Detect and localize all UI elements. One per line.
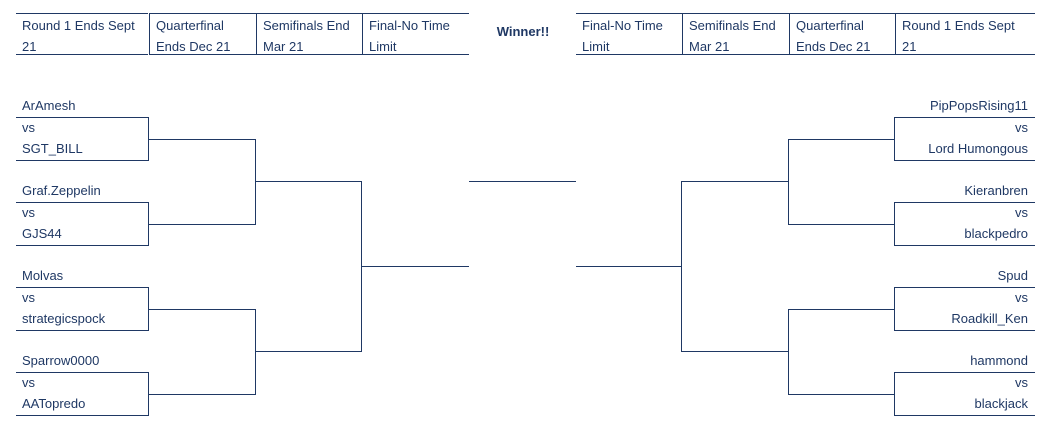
right-match-1-vs: vs [1015,120,1028,135]
header-right-round1: Round 1 Ends Sept 21 [895,13,1035,55]
right-match-2-player1: Kieranbren [964,183,1028,198]
left-match-4-vs: vs [22,375,35,390]
left-match-1-player2: SGT_BILL [22,141,83,156]
left-match-2-vs: vs [22,205,35,220]
right-match-4-player1: hammond [970,353,1028,368]
header-left-semifinal: Semifinals End Mar 21 [256,13,362,55]
left-match-2-player2: GJS44 [22,226,62,241]
left-match-3-vs: vs [22,290,35,305]
header-left-quarterfinal: Quarterfinal Ends Dec 21 [149,13,256,55]
right-match-3-player1: Spud [997,268,1028,283]
right-match-4-player2: blackjack [974,396,1028,411]
right-match-4-vs: vs [1015,375,1028,390]
right-match-1-player1: PipPopsRising11 [929,98,1028,113]
header-right-quarterfinal: Quarterfinal Ends Dec 21 [789,13,895,55]
header-left-round1: Round 1 Ends Sept 21 [16,13,148,55]
header-right-final: Final-No Time Limit [576,13,682,55]
right-match-1-player2: Lord Humongous [928,141,1028,156]
left-match-3-player2: strategicspock [22,311,106,326]
right-match-3-player2: Roadkill_Ken [951,311,1028,326]
left-match-4-player2: AATopredo [22,396,86,411]
winner-label: Winner!! [496,24,550,39]
header-left-final: Final-No Time Limit [362,13,469,55]
right-match-3-vs: vs [1015,290,1028,305]
right-match-2-player2: blackpedro [964,226,1028,241]
left-match-2-player1: Graf.Zeppelin [22,183,101,198]
left-match-3-player1: Molvas [22,268,64,283]
left-match-1-player1: ArAmesh [22,98,76,113]
right-match-2-vs: vs [1015,205,1028,220]
left-match-1-vs: vs [22,120,35,135]
header-right-semifinal: Semifinals End Mar 21 [682,13,789,55]
left-match-4-player1: Sparrow0000 [22,353,100,368]
